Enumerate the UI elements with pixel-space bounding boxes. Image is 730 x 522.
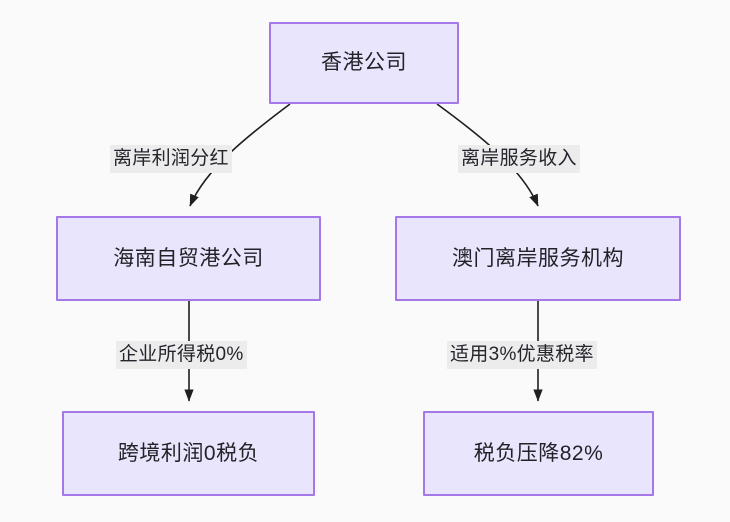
node-label: 税负压降82% — [473, 441, 604, 465]
node-cross-border-profit-zero-tax[interactable]: 跨境利润0税负 — [62, 411, 315, 496]
node-hong-kong-company[interactable]: 香港公司 — [269, 22, 459, 104]
edge-label-offshore-profit-dividend: 离岸利润分红 — [110, 145, 232, 173]
edge-label-offshore-service-income: 离岸服务收入 — [458, 145, 580, 173]
node-label: 澳门离岸服务机构 — [452, 246, 624, 270]
node-tax-burden-reduced[interactable]: 税负压降82% — [423, 411, 654, 496]
node-macau-offshore-service-institution[interactable]: 澳门离岸服务机构 — [395, 216, 681, 301]
node-label: 跨境利润0税负 — [117, 441, 260, 465]
node-label: 香港公司 — [321, 51, 407, 75]
edge-label-corporate-income-tax-zero: 企业所得税0% — [116, 341, 247, 369]
edge-label-preferential-tax-rate: 适用3%优惠税率 — [447, 341, 597, 369]
node-hainan-free-trade-port-company[interactable]: 海南自贸港公司 — [56, 216, 321, 301]
node-label: 海南自贸港公司 — [113, 246, 264, 270]
